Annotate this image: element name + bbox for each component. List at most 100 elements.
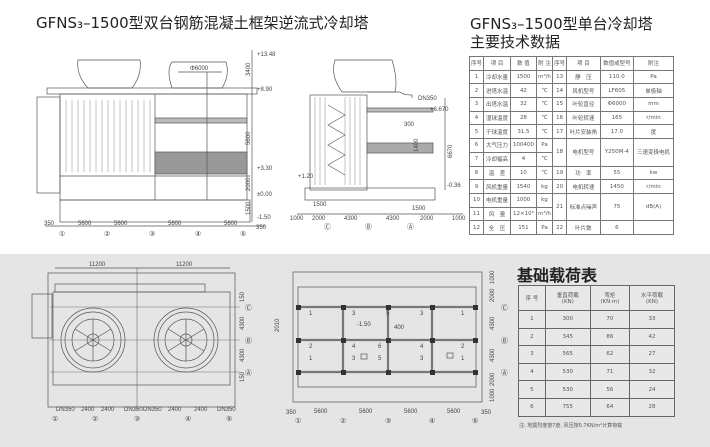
node-label: 4 [352, 344, 356, 350]
spec-title-line1: GFNS₃–1500型单台冷却塔 [470, 15, 653, 33]
table-cell: 9 [468, 179, 485, 194]
table-cell: 度 [633, 124, 674, 140]
front-elevation: +13.48 +8.90 +3.30 ±0.00 -1.50 3400 5600… [36, 50, 276, 238]
table-cell: kw [633, 165, 674, 181]
header-cell: 序 号 [518, 285, 546, 311]
dim-label: 150 [240, 371, 246, 382]
table-cell: 75 [599, 192, 635, 222]
table-cell: 17 [552, 124, 568, 140]
table-cell: Y250M-4 [599, 138, 635, 167]
tower-body [59, 93, 248, 201]
table-cell: 4 [518, 362, 546, 382]
spec-title-line2: 主要技术数据 [470, 33, 561, 51]
header-cell: 序号 [552, 56, 568, 71]
table-cell: ℃ [535, 83, 554, 99]
dim-label: 2000 [490, 372, 496, 386]
table-cell: 4 [468, 110, 485, 126]
table-cell: 2 [518, 327, 546, 347]
hdim: 5600 [359, 409, 373, 415]
hdim: 350 [286, 410, 297, 416]
table-cell: 42 [629, 327, 675, 347]
table-cell: 电机转速 [566, 179, 601, 194]
hdim: 350 [44, 221, 55, 227]
axis-label: ② [92, 415, 98, 423]
table-cell: 1000 [510, 192, 537, 208]
table-cell: 530 [544, 362, 591, 382]
dim-label: 2000 [490, 288, 496, 302]
table-cell: 32 [510, 97, 537, 112]
table-cell: mm [633, 97, 674, 112]
table-cell: Pa [535, 138, 554, 153]
table-cell: 14 [552, 83, 568, 99]
table-cell: 风机重量 [483, 179, 512, 194]
table-cell: 风机型号 [566, 83, 601, 99]
table-cell: ℃ [535, 151, 554, 167]
table-cell: ℃ [535, 124, 554, 140]
dim-label: 400 [394, 325, 405, 331]
header-cell: 项 目 [566, 56, 601, 71]
table-cell: 6 [518, 397, 546, 417]
vdim-1500: 1500 [246, 201, 252, 215]
node-label: 3 [420, 311, 424, 317]
table-cell: 19 [552, 165, 568, 181]
node-label: 2 [461, 344, 465, 350]
table-cell: 电机重量 [483, 192, 512, 208]
table-cell: 10 [510, 165, 537, 181]
table-cell: 86 [589, 327, 631, 347]
fill-media [154, 151, 248, 175]
dim-label: 4300 [240, 348, 246, 362]
table-cell: 12 [468, 220, 485, 235]
table-cell: 27 [629, 345, 675, 364]
header-cell: 数 值 [510, 56, 537, 71]
table-cell: 全 压 [483, 220, 512, 235]
axis-label: ④ [429, 417, 435, 425]
dim-label: 2010 [275, 318, 281, 332]
dim-label: 6670 [448, 144, 454, 158]
table-cell: 31.5 [510, 124, 537, 140]
axis-label: Ⓐ [245, 369, 252, 377]
node-label: 3 [352, 356, 356, 362]
table-cell: 2 [468, 83, 485, 99]
table-cell: 大气压力 [483, 138, 512, 153]
level-3-30: +3.30 [257, 166, 273, 172]
header-cell: 附 注 [535, 56, 554, 71]
table-cell: 62 [589, 345, 631, 364]
table-cell: kg [535, 179, 554, 194]
table-cell: 565 [544, 345, 591, 364]
table-cell: 静 压 [566, 69, 601, 85]
dim-2400: 2400 [101, 407, 115, 413]
axis-label: ⑤ [240, 230, 246, 238]
header-cell: 水平荷载 (KN) [629, 285, 675, 311]
side-elevation: DN350 +6.670 300 1400 6670 +1.20 -0.36 1… [290, 59, 466, 231]
table-cell: 16 [552, 110, 568, 126]
axis-label: ③ [149, 230, 155, 238]
dim-2400: 2400 [194, 407, 208, 413]
dim-label: 300 [404, 122, 415, 128]
table-cell: 1450 [599, 179, 635, 194]
axis-label: Ⓒ [324, 223, 331, 231]
pipe-label: DN350 [418, 96, 437, 102]
hdim: 5600 [224, 221, 238, 227]
table-cell: 叶片数 [566, 220, 601, 235]
table-cell: 32 [629, 362, 675, 382]
axis-label: ③ [385, 417, 391, 425]
foundation-plan: 1 3 5 3 1 2 4 6 4 2 1 3 5 3 1 -1.50 400 … [275, 270, 508, 425]
table-cell: 8 [468, 165, 485, 181]
hdim: 4300 [386, 216, 400, 222]
table-cell: m³/h [535, 69, 554, 85]
axis-label: ⑤ [472, 417, 478, 425]
node-label: 3 [420, 356, 424, 362]
column-nodes [296, 305, 478, 375]
hdim: 2000 [420, 216, 434, 222]
spec-header-row: 序号 项 目 数 值 附 注 序号 项 目 数值或型号 附注 [468, 56, 674, 71]
